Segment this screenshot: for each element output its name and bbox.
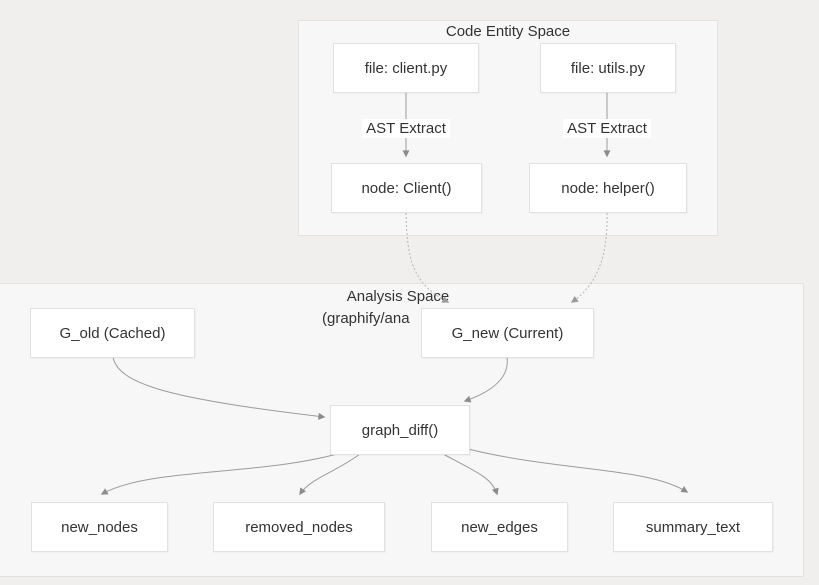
edge-graph-diff-to-new-nodes	[100, 453, 338, 495]
edge-node-helper-to-g-new	[570, 212, 608, 303]
edge-g-new-to-graph-diff	[463, 356, 508, 403]
edge-g-old-to-graph-diff	[112, 356, 326, 420]
node-g-old-cached: G_old (Cached)	[30, 308, 195, 358]
edge-label-ast-extract-right: AST Extract	[563, 119, 651, 138]
node-g-new-current: G_new (Current)	[421, 308, 594, 358]
cluster-title-analysis-space: Analysis Space	[346, 288, 450, 305]
cluster-title-code-entity-space: Code Entity Space	[445, 23, 571, 40]
node-new-edges: new_edges	[431, 502, 568, 552]
node-new-nodes: new_nodes	[31, 502, 168, 552]
node-file-client-py: file: client.py	[333, 43, 479, 93]
cluster-subtitle-analysis-space: (graphify/ana	[322, 310, 410, 327]
node-removed-nodes: removed_nodes	[213, 502, 385, 552]
node-helper-entity: node: helper()	[529, 163, 687, 213]
node-client-entity: node: Client()	[331, 163, 482, 213]
edge-graph-diff-to-removed-nodes	[299, 453, 361, 496]
edge-graph-diff-to-new-edges	[442, 453, 499, 496]
edge-label-ast-extract-left: AST Extract	[362, 119, 450, 138]
node-graph-diff: graph_diff()	[330, 405, 470, 455]
edge-node-client-to-g-new	[405, 212, 450, 303]
node-summary-text: summary_text	[613, 502, 773, 552]
edge-graph-diff-to-summary-text	[467, 448, 689, 493]
node-file-utils-py: file: utils.py	[540, 43, 676, 93]
